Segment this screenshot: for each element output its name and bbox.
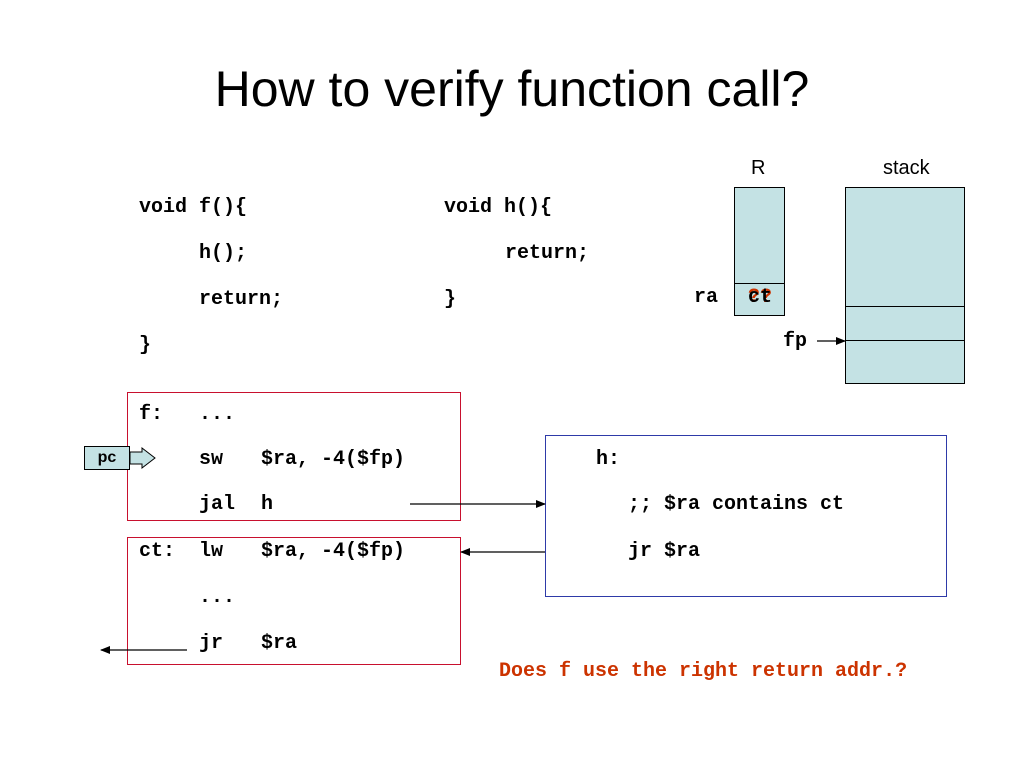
- asm-ct-box: [127, 537, 461, 665]
- asm-ct-line-3-args: $ra: [261, 632, 298, 655]
- asm-f-line-3-args: h: [261, 493, 274, 516]
- asm-f-line-1: ...: [199, 403, 236, 426]
- stack-frame-top-divider: [845, 306, 965, 307]
- register-divider: [734, 283, 785, 284]
- stack-header: stack: [883, 157, 930, 179]
- source-h-line-3: }: [444, 288, 457, 311]
- asm-f-line-3-op: jal: [199, 493, 236, 516]
- register-file: [734, 187, 785, 316]
- source-f-line-1: void f(){: [139, 196, 248, 219]
- question-note: Does f use the right return addr.?: [499, 660, 908, 683]
- asm-f-line-2-args: $ra, -4($fp): [261, 448, 406, 471]
- asm-ct-line-2: ...: [199, 586, 236, 609]
- asm-h-comment: ;; $ra contains ct: [628, 493, 845, 516]
- asm-h-line: jr $ra: [628, 540, 701, 563]
- source-f-line-2: h();: [199, 242, 248, 265]
- stack-frame-bottom-divider: [845, 340, 965, 341]
- asm-f-line-2-op: sw: [199, 448, 224, 471]
- stack-memory: [845, 187, 965, 384]
- slide-title: How to verify function call?: [214, 61, 810, 117]
- source-f-line-4: }: [139, 334, 152, 357]
- pc-pointer-arrow: [129, 446, 156, 470]
- asm-ct-label: ct:: [139, 540, 176, 563]
- registers-header: R: [751, 157, 766, 179]
- fp-label: fp: [783, 330, 808, 353]
- ra-register-value: ct: [748, 286, 773, 309]
- asm-h-box: [545, 435, 947, 597]
- asm-ct-line-3-op: jr: [199, 632, 224, 655]
- asm-h-label: h:: [596, 448, 621, 471]
- source-h-line-1: void h(){: [444, 196, 553, 219]
- asm-f-label: f:: [139, 403, 164, 426]
- asm-ct-line-1-op: lw: [199, 540, 224, 563]
- asm-ct-line-1-args: $ra, -4($fp): [261, 540, 406, 563]
- pc-badge: pc: [84, 446, 130, 470]
- ra-register-label: ra: [694, 286, 719, 309]
- ra-register-unknown: ??: [748, 286, 773, 309]
- source-h-line-2: return;: [505, 242, 590, 265]
- source-f-line-3: return;: [199, 288, 284, 311]
